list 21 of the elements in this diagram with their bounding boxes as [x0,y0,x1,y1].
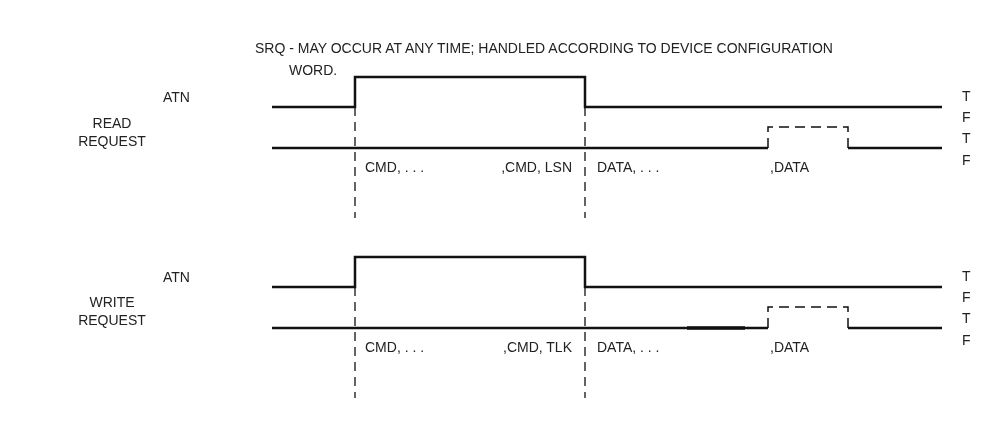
data-label: DATA, . . . [597,338,660,356]
state-label: F [962,108,971,126]
data-label: CMD, . . . [365,338,425,356]
data-label: ,CMD, LSN [500,158,572,176]
state-label: T [962,87,971,105]
signal-label: ATN [163,88,190,106]
state-label: F [962,151,971,169]
note-text: SRQ - MAY OCCUR AT ANY TIME; HANDLED ACCORDING TO DEVICE CONFIGURATION WORD. [255,39,834,80]
row-label: READ REQUEST [77,114,147,150]
data-label: ,DATA [770,338,810,356]
state-label: T [962,267,971,285]
data-label: DATA, . . . [597,158,660,176]
state-label: F [962,331,971,349]
data-label: ,DATA [770,158,810,176]
data-label: ,CMD, TLK [502,338,572,356]
state-label: T [962,129,971,147]
row-label: WRITE REQUEST [77,293,147,329]
signal-label: ATN [163,268,190,286]
data-label: CMD, . . . [365,158,425,176]
state-label: F [962,288,971,306]
state-label: T [962,309,971,327]
